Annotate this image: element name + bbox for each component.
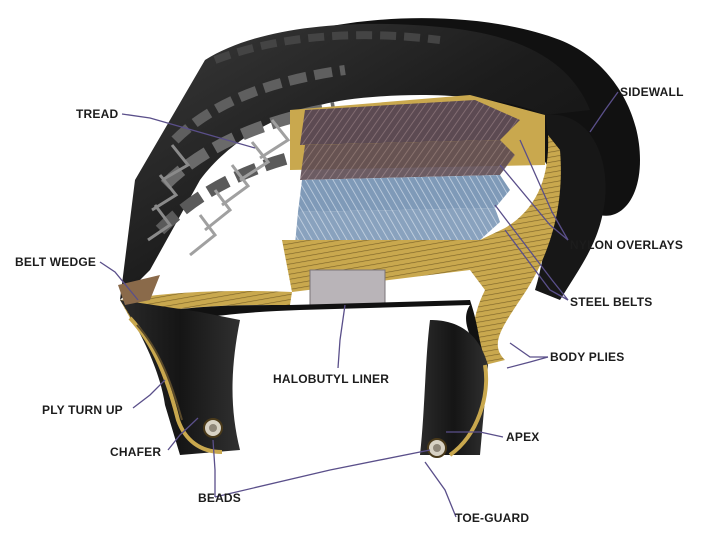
label-nylon-overlays: NYLON OVERLAYS (570, 238, 684, 252)
leader-beads-1 (212, 439, 216, 497)
nylon-overlay-layer-2 (300, 140, 515, 180)
label-chafer: CHAFER (110, 445, 162, 459)
sidewall-left (120, 300, 240, 455)
label-ply-turn-up: PLY TURN UP (42, 403, 123, 417)
leader-chafer (167, 417, 199, 451)
steel-belt-layer-2 (295, 208, 500, 244)
label-steel-belts: STEEL BELTS (570, 295, 653, 309)
leader-body-2 (506, 356, 549, 369)
leader-nylon-1 (499, 164, 569, 241)
leader-toe-guard (424, 461, 457, 518)
label-sidewall: SIDEWALL (620, 85, 684, 99)
leader-sidewall (589, 91, 619, 133)
leader-apex (446, 431, 504, 438)
leader-steel-1 (504, 229, 569, 301)
leader-steel-2 (494, 204, 569, 301)
belt-wedge (118, 275, 160, 305)
leader-ply-turn-up (132, 379, 166, 409)
bead-right (427, 438, 447, 458)
label-belt-wedge: BELT WEDGE (15, 255, 97, 269)
steel-belt-layer-1 (298, 175, 510, 212)
leader-belt-wedge (99, 261, 139, 301)
bead-left (203, 418, 223, 438)
label-toe-guard: TOE-GUARD (455, 511, 530, 525)
leader-halobutyl (337, 304, 346, 369)
nylon-overlay-layer-1 (300, 100, 520, 145)
leader-nylon-2 (519, 139, 569, 241)
belt-cross-section (290, 95, 545, 244)
sidewall-inner-right (420, 320, 489, 457)
label-apex: APEX (506, 430, 540, 444)
label-tread: TREAD (76, 107, 119, 121)
label-body-plies: BODY PLIES (550, 350, 625, 364)
label-halobutyl-liner: HALOBUTYL LINER (273, 372, 390, 386)
leader-tread (121, 113, 256, 149)
leader-body-1 (509, 342, 548, 358)
leader-beads-2 (214, 449, 431, 498)
leader-lines (99, 91, 619, 518)
halobutyl-liner-patch (309, 269, 386, 306)
label-beads: BEADS (198, 491, 242, 505)
